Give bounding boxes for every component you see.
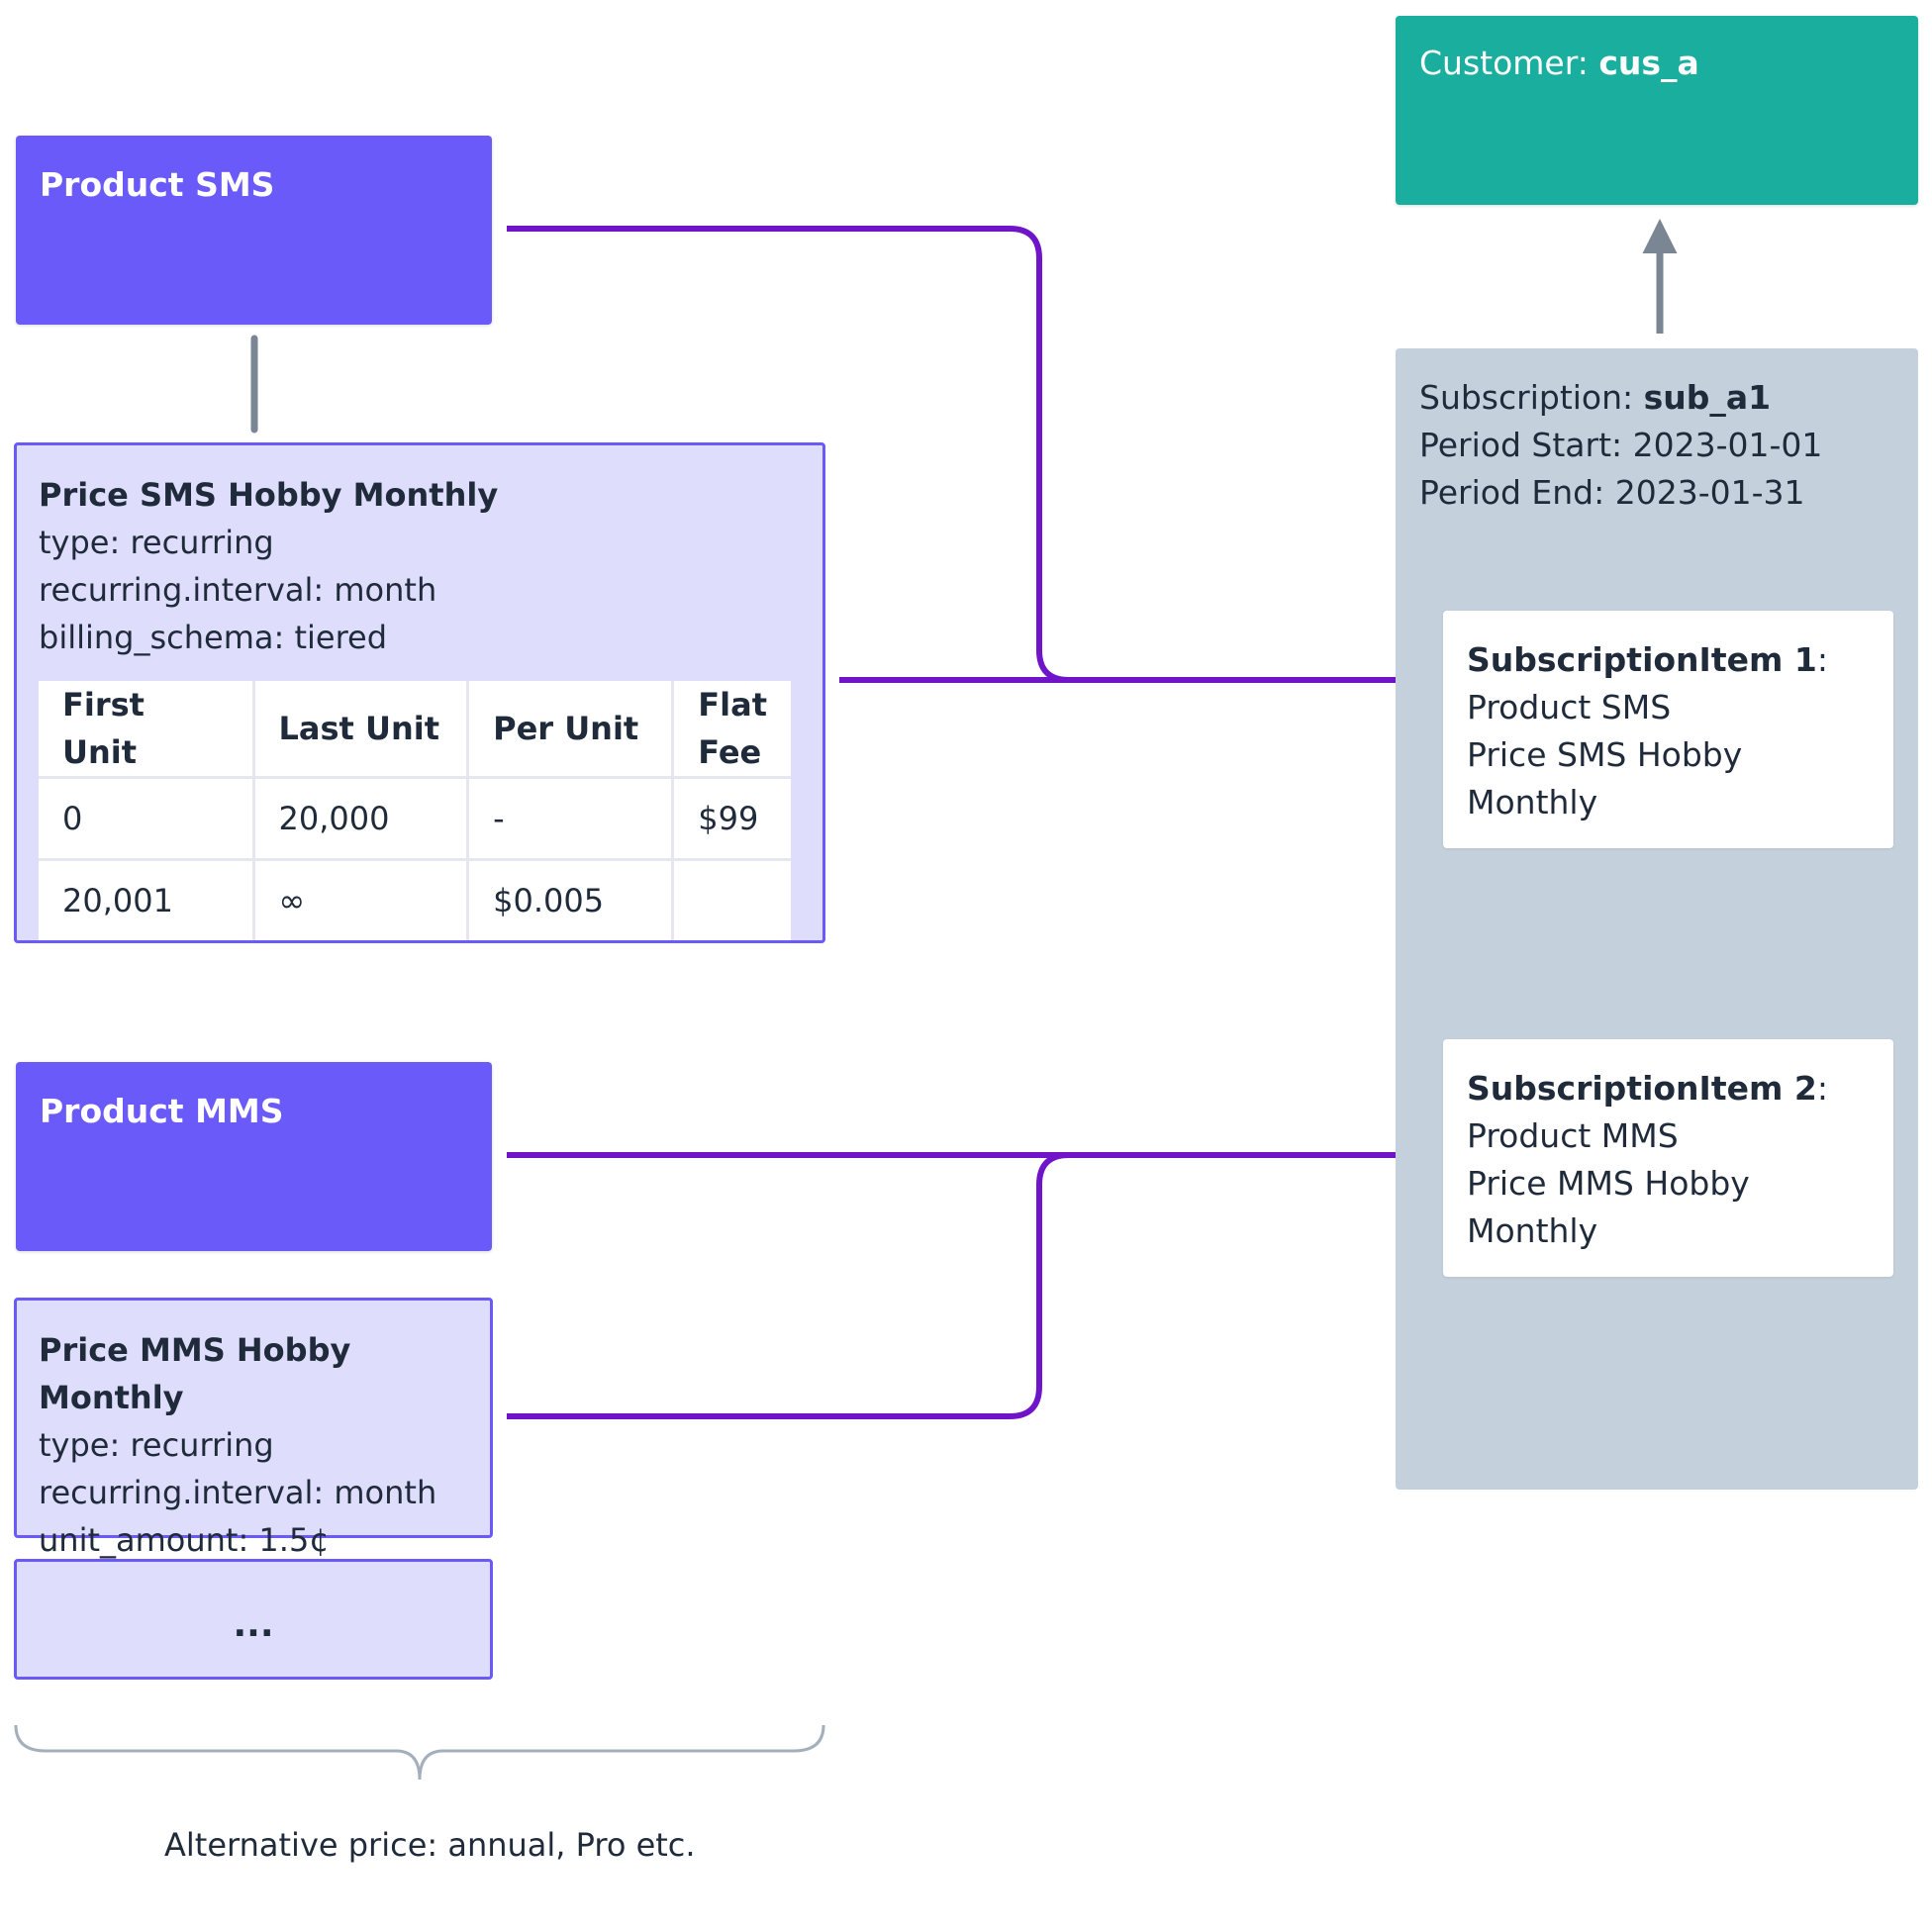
tier-header-last-unit: Last Unit xyxy=(251,681,470,779)
subscription-item-1[interactable]: SubscriptionItem 1: Product SMS Price SM… xyxy=(1443,611,1893,848)
alternative-price-caption: Alternative price: annual, Pro etc. xyxy=(164,1826,696,1864)
customer-id: cus_a xyxy=(1598,44,1699,82)
price-sms-box[interactable]: Price SMS Hobby Monthly type: recurring … xyxy=(14,442,825,943)
table-cell: $99 xyxy=(671,776,791,861)
subscription-item-2-price: Price MMS Hobby Monthly xyxy=(1467,1164,1750,1250)
table-cell: - xyxy=(466,776,675,861)
subscription-item-1-heading: SubscriptionItem 1: xyxy=(1467,636,1870,684)
price-sms-type: type: recurring xyxy=(39,524,274,561)
price-sms-interval: recurring.interval: month xyxy=(39,571,437,609)
tier-header-flat-fee: Flat Fee xyxy=(671,681,791,779)
product-mms-label: Product MMS xyxy=(40,1092,284,1130)
table-cell: 20,000 xyxy=(251,776,470,861)
table-cell: ∞ xyxy=(251,858,470,940)
subscription-id: sub_a1 xyxy=(1643,378,1772,417)
tier-header-per-unit: Per Unit xyxy=(466,681,675,779)
subscription-header: Subscription: sub_a1 xyxy=(1419,374,1894,422)
tier-table-header: First Unit Last Unit Per Unit Flat Fee xyxy=(39,681,791,779)
table-cell: 0 xyxy=(39,776,255,861)
subscription-item-2[interactable]: SubscriptionItem 2: Product MMS Price MM… xyxy=(1443,1039,1893,1277)
product-sms-to-item1-connector xyxy=(507,226,1070,683)
price-mms-box[interactable]: Price MMS Hobby Monthly type: recurring … xyxy=(14,1298,493,1559)
alternative-price-brace xyxy=(14,1724,825,1781)
customer-prefix: Customer: xyxy=(1419,44,1599,82)
table-cell: $0.005 xyxy=(466,858,675,940)
product-sms-box[interactable]: Product SMS xyxy=(16,136,492,325)
product-sms-label: Product SMS xyxy=(40,165,275,204)
subscription-item-1-product: Product SMS xyxy=(1467,688,1672,726)
subscription-item-2-heading: SubscriptionItem 2: xyxy=(1467,1065,1870,1112)
table-row: 20,001 ∞ $0.005 xyxy=(39,858,791,940)
price-mms-interval: recurring.interval: month xyxy=(39,1474,437,1511)
subscription-prefix: Subscription: xyxy=(1419,378,1644,417)
subscription-item-1-name: SubscriptionItem 1 xyxy=(1467,640,1817,679)
more-prices-box[interactable]: ... xyxy=(14,1559,493,1680)
customer-box[interactable]: Customer: cus_a xyxy=(1396,16,1918,205)
period-start: Period Start: 2023-01-01 xyxy=(1419,426,1823,464)
subscription-item-1-colon: : xyxy=(1816,640,1828,679)
period-end: Period End: 2023-01-31 xyxy=(1419,473,1805,512)
subscription-item-2-product: Product MMS xyxy=(1467,1116,1679,1155)
table-row: 0 20,000 - $99 xyxy=(39,776,791,861)
table-cell xyxy=(671,858,791,940)
price-mms-title: Price MMS Hobby Monthly xyxy=(39,1331,351,1416)
more-prices-label: ... xyxy=(233,1603,274,1645)
price-mms-type: type: recurring xyxy=(39,1426,274,1464)
subscription-item-1-price: Price SMS Hobby Monthly xyxy=(1467,735,1743,821)
price-sms-billing-schema: billing_schema: tiered xyxy=(39,619,388,656)
price-mms-to-item2-connector xyxy=(507,1152,1070,1419)
tier-table: First Unit Last Unit Per Unit Flat Fee 0… xyxy=(39,681,791,940)
price-sms-title: Price SMS Hobby Monthly xyxy=(39,476,499,514)
table-cell: 20,001 xyxy=(39,858,255,940)
subscription-box[interactable]: Subscription: sub_a1 Period Start: 2023-… xyxy=(1396,348,1918,1490)
product-mms-box[interactable]: Product MMS xyxy=(16,1062,492,1251)
subscription-item-2-name: SubscriptionItem 2 xyxy=(1467,1069,1817,1108)
tier-header-first-unit: First Unit xyxy=(39,681,255,779)
price-mms-unit-amount: unit_amount: 1.5¢ xyxy=(39,1521,330,1559)
subscription-item-2-colon: : xyxy=(1816,1069,1828,1108)
